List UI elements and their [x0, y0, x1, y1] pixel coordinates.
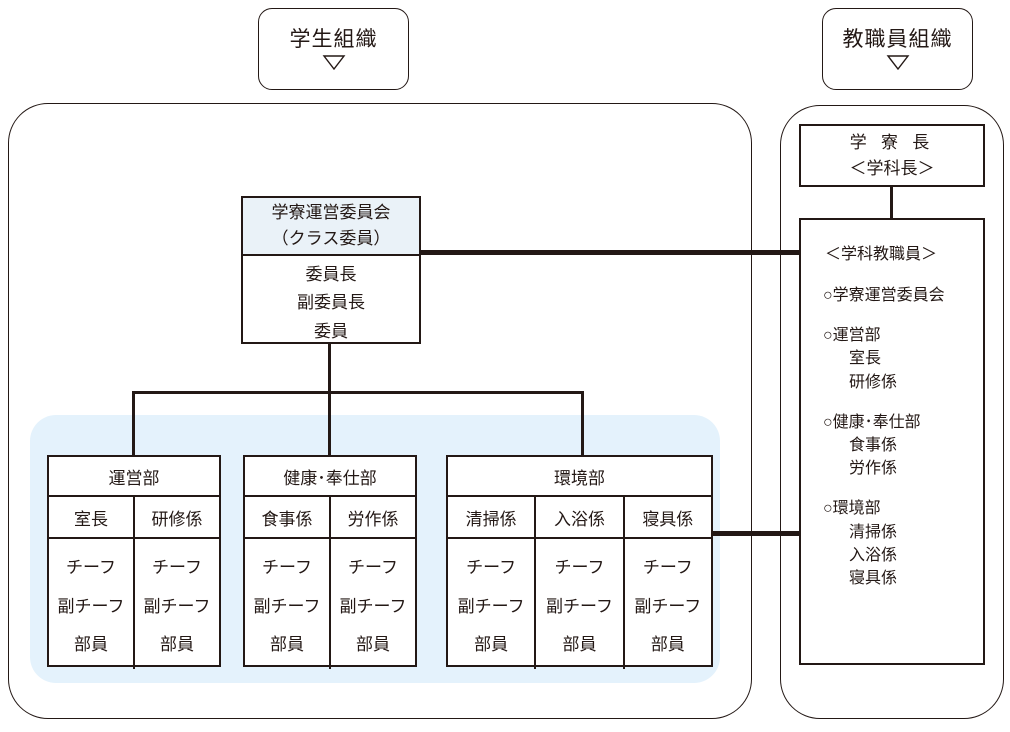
staff-group-head: ○健康･奉仕部	[823, 413, 921, 431]
staff-group-head: ○運営部	[823, 327, 881, 345]
role-column: チーフ 副チーフ 部員	[133, 539, 219, 669]
dorm-chief-box: 学 寮 長 ＜学科長＞	[799, 124, 985, 187]
triangle-down-icon	[886, 55, 910, 71]
role-column: チーフ 副チーフ 部員	[245, 539, 329, 669]
department-roles: チーフ 副チーフ 部員 チーフ 副チーフ 部員	[49, 539, 219, 669]
faculty-org-container	[780, 105, 1004, 719]
department-box-unei: 運営部 室長 研修係 チーフ 副チーフ 部員 チーフ 副チーフ 部員	[47, 455, 221, 669]
section-label: 食事係	[261, 509, 313, 529]
staff-group-sub: 研修係	[849, 373, 898, 391]
committee-header: 学寮運営委員会 （クラス委員）	[243, 198, 419, 256]
role-label: 部員	[74, 635, 108, 655]
role-label: 副チーフ	[143, 596, 211, 616]
section-label: 室長	[74, 509, 108, 529]
staff-group-sub: 労作係	[849, 460, 898, 478]
faculty-org-label-text: 教職員組織	[842, 26, 953, 51]
role-label: 部員	[650, 635, 685, 655]
role-label: チーフ	[348, 557, 398, 577]
committee-header-line1: 学寮運営委員会	[271, 202, 391, 222]
role-label: 部員	[474, 635, 509, 655]
department-title: 健康･奉仕部	[245, 457, 415, 497]
role-column: チーフ 副チーフ 部員	[534, 539, 622, 669]
student-org-label-text: 学生組織	[289, 26, 378, 51]
role-label: 副チーフ	[546, 596, 613, 616]
committee-role-2: 委員	[314, 321, 348, 341]
connector-drop-unei	[132, 391, 135, 458]
faculty-staff-title: ＜学科教職員＞	[824, 246, 937, 263]
staff-group: ○学寮運営委員会	[823, 284, 983, 307]
role-label: チーフ	[466, 557, 517, 577]
staff-group-sub: 室長	[849, 350, 882, 368]
connector-drop-kenko	[328, 391, 331, 458]
triangle-down-icon	[322, 55, 346, 71]
dorm-chief-line1: 学 寮 長	[849, 133, 935, 152]
connector-distributor-bar	[132, 391, 584, 394]
committee-role-1: 副委員長	[297, 293, 365, 312]
committee-role-0: 委員長	[305, 264, 357, 284]
role-label: 部員	[562, 635, 597, 655]
role-label: 副チーフ	[457, 596, 525, 616]
connector-drop-kankyo	[581, 391, 584, 458]
role-label: チーフ	[554, 557, 605, 577]
role-label: 部員	[160, 635, 194, 655]
role-column: チーフ 副チーフ 部員	[622, 539, 711, 669]
staff-group-head: ○環境部	[823, 500, 881, 518]
committee-roles: 委員長 副委員長 委員	[243, 256, 419, 345]
faculty-staff-box: ＜学科教職員＞ ○学寮運営委員会 ○運営部 室長 研修係 ○健康･奉仕部 食事係…	[799, 218, 985, 665]
role-column: チーフ 副チーフ 部員	[49, 539, 133, 669]
section-label: 入浴係	[534, 497, 622, 537]
connector-committee-stem	[328, 344, 331, 393]
role-label: チーフ	[66, 557, 116, 577]
role-label: 副チーフ	[253, 596, 321, 616]
staff-group: ○環境部 清掃係 入浴係 寝具係	[823, 497, 983, 590]
staff-group-sub: 清掃係	[849, 523, 898, 541]
role-label: チーフ	[152, 557, 202, 577]
department-sections: 清掃係 入浴係 寝具係	[448, 497, 711, 539]
staff-group-head: ○学寮運営委員会	[823, 287, 945, 304]
student-org-container	[8, 103, 752, 719]
section-label: 寝具係	[622, 497, 711, 537]
role-label: 副チーフ	[634, 596, 702, 616]
connector-chief-to-staff	[890, 187, 893, 218]
staff-group: ○運営部 室長 研修係	[823, 324, 983, 394]
section-label: 研修係	[133, 497, 219, 537]
role-label: 部員	[356, 635, 390, 655]
faculty-org-label: 教職員組織	[822, 8, 973, 90]
department-box-kenko-hoshi: 健康･奉仕部 食事係 労作係 チーフ 副チーフ 部員 チーフ 副チーフ 部員	[243, 455, 417, 669]
department-box-kankyo: 環境部 清掃係 入浴係 寝具係 チーフ 副チーフ 部員 チーフ 副チーフ 部員 …	[446, 455, 713, 669]
staff-group-sub: 入浴係	[849, 546, 898, 564]
committee-header-line2: （クラス委員）	[271, 229, 391, 248]
staff-group-sub: 寝具係	[849, 569, 898, 587]
department-title: 環境部	[448, 457, 711, 497]
role-column: チーフ 副チーフ 部員	[448, 539, 534, 669]
role-label: 副チーフ	[57, 596, 125, 616]
section-label: 清掃係	[465, 509, 517, 529]
department-title: 運営部	[49, 457, 219, 497]
department-sections: 室長 研修係	[49, 497, 219, 539]
department-sections: 食事係 労作係	[245, 497, 415, 539]
role-column: チーフ 副チーフ 部員	[329, 539, 415, 669]
role-label: 部員	[270, 635, 304, 655]
staff-group: ○健康･奉仕部 食事係 労作係	[823, 411, 983, 481]
student-org-label: 学生組織	[258, 8, 409, 90]
department-roles: チーフ 副チーフ 部員 チーフ 副チーフ 部員	[245, 539, 415, 669]
role-label: チーフ	[642, 557, 693, 577]
connector-departments-to-faculty	[713, 531, 801, 536]
role-label: 副チーフ	[339, 596, 407, 616]
role-label: チーフ	[262, 557, 312, 577]
committee-box: 学寮運営委員会 （クラス委員） 委員長 副委員長 委員	[241, 196, 421, 344]
staff-group-sub: 食事係	[849, 436, 898, 454]
section-label: 労作係	[329, 497, 415, 537]
faculty-staff-list: ○学寮運営委員会 ○運営部 室長 研修係 ○健康･奉仕部 食事係 労作係 ○環境…	[801, 284, 983, 590]
department-roles: チーフ 副チーフ 部員 チーフ 副チーフ 部員 チーフ 副チーフ 部員	[448, 539, 711, 669]
connector-committee-to-faculty	[421, 250, 801, 255]
dorm-chief-line2: ＜学科長＞	[849, 158, 935, 178]
